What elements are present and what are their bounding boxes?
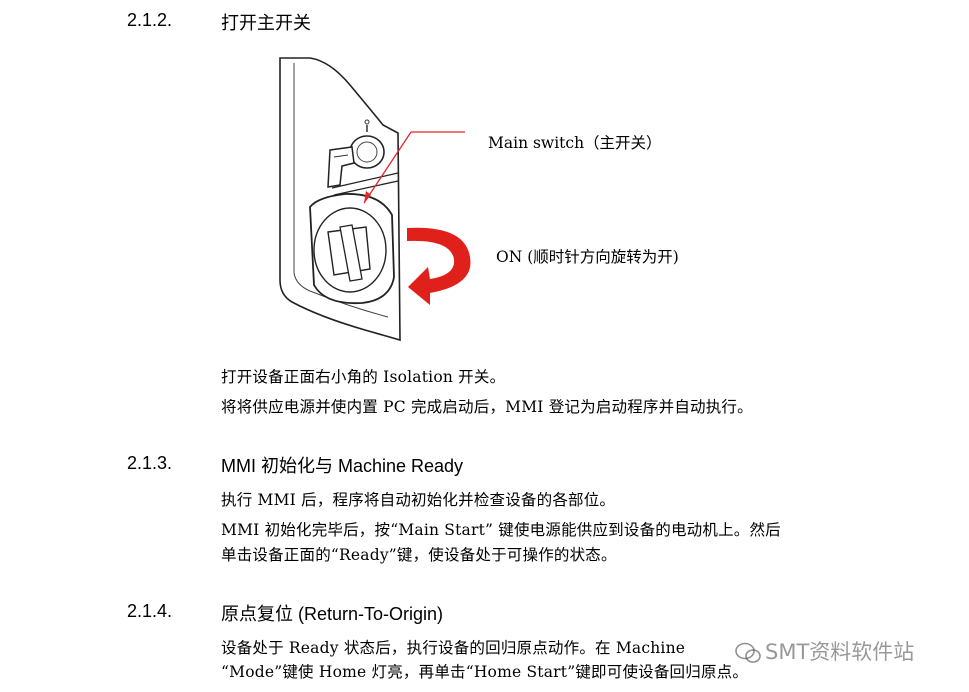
paragraph-2-1-4-line-1: 设备处于 Ready 状态后，执行设备的回归原点动作。在 Machine [221,639,686,657]
section-number-2-1-3: 2.1.3. [127,453,173,473]
label-main-switch: Main switch（主开关） [488,134,662,152]
section-title-open-main-switch: 打开主开关 [221,13,311,33]
paragraph-2-1-4-line-2: “Mode”键使 Home 灯亮，再单击“Home Start”键即可使设备回归… [221,663,749,681]
paragraph-2-1-2-line-1: 打开设备正面右小角的 Isolation 开关。 [221,368,506,386]
label-on-direction: ON (顺时针方向旋转为开) [496,248,679,266]
paragraph-2-1-2-line-2: 将将供应电源并使内置 PC 完成启动后，MMI 登记为启动程序并自动执行。 [221,398,753,416]
panel-inner-edge [293,63,389,318]
section-title-return-to-origin: 原点复位 (Return-To-Origin) [221,604,444,624]
key-lock-icon [349,135,385,169]
section-number-2-1-2: 2.1.2. [127,10,173,30]
section-title-mmi-init: MMI 初始化与 Machine Ready [221,456,464,476]
clockwise-arrow-icon [407,227,471,305]
watermark-text: SMT资料软件站 [765,640,915,664]
watermark: SMT资料软件站 [735,636,914,666]
paragraph-2-1-3-line-2: MMI 初始化完毕后，按“Main Start” 键使电源能供应到设备的电动机上… [221,521,781,539]
wechat-icon [735,642,761,663]
paragraph-2-1-3-line-1: 执行 MMI 后，程序将自动初始化并检查设备的各部位。 [221,491,616,509]
paragraph-2-1-3-line-3: 单击设备正面的“Ready”键，使设备处于可操作的状态。 [221,546,617,564]
main-switch-figure [279,57,471,342]
section-number-2-1-4: 2.1.4. [127,601,173,621]
